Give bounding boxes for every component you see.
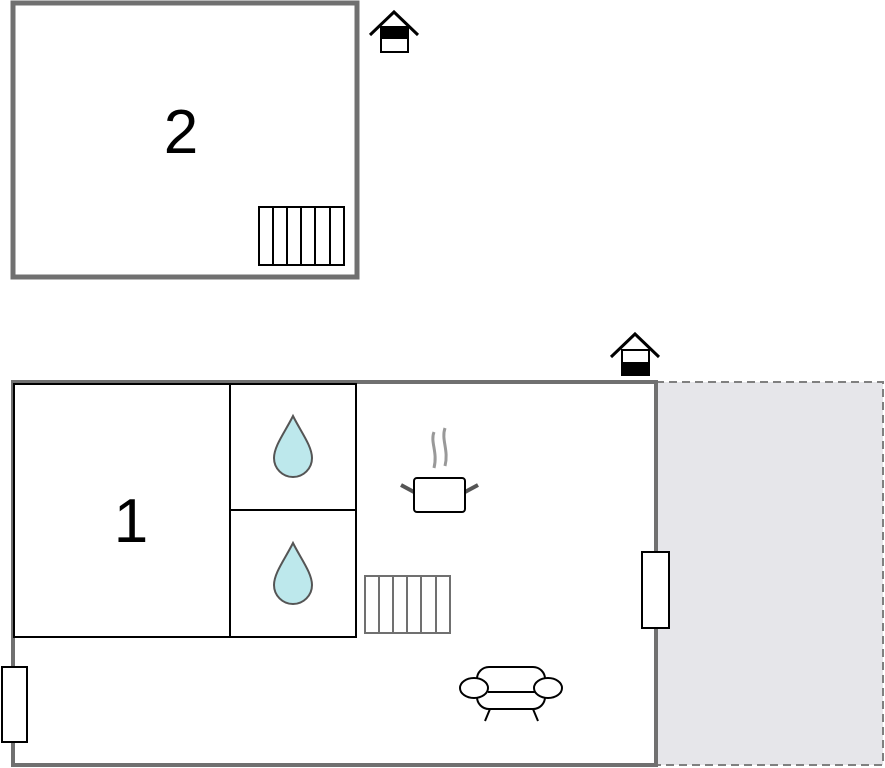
bathroom-2: [229, 509, 357, 638]
window-icon: [1, 666, 28, 743]
window-icon: [641, 551, 670, 629]
terrace-area: [655, 381, 884, 766]
entrance-icon: [368, 9, 420, 53]
sofa-icon: [459, 666, 563, 722]
water-drop-icon: [272, 413, 314, 478]
kitchen-pot-icon: [400, 427, 479, 513]
floor-1-walls: [11, 380, 658, 767]
floor-2-label: 2: [163, 98, 199, 167]
water-drop-icon: [272, 540, 314, 605]
stairs-icon: [364, 575, 451, 634]
floor-1-label: 1: [113, 487, 149, 556]
stairs-icon: [258, 206, 345, 266]
entrance-icon: [609, 331, 661, 376]
